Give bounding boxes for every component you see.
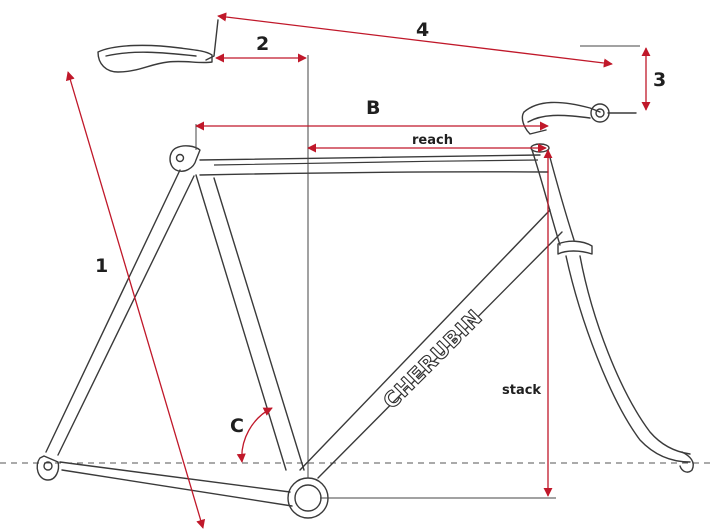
- angle-c-arc: [236, 407, 273, 463]
- label-dimension-1: 1: [95, 255, 108, 277]
- head-tube: [531, 149, 575, 246]
- seat-tube: [195, 174, 305, 471]
- chain-stay: [59, 461, 293, 507]
- label-dimension-2: 2: [256, 33, 269, 55]
- rear-dropout: [36, 455, 60, 481]
- brand-logo-text: CHERUBIN: [379, 305, 488, 414]
- dimension-4-arrow: [217, 12, 613, 68]
- seat-stay: [45, 169, 195, 456]
- label-dimension-3: 3: [653, 69, 666, 91]
- dimension-arrows: [65, 12, 651, 529]
- label-dimension-b: B: [366, 97, 380, 119]
- seat-post: [205, 19, 219, 61]
- down-tube: [299, 209, 563, 479]
- label-angle-c: C: [230, 415, 244, 437]
- frame-outline: [36, 19, 694, 519]
- reference-lines: [195, 45, 640, 499]
- label-dimension-4: 4: [416, 19, 429, 41]
- stem: [523, 101, 601, 123]
- top-tube: [199, 154, 549, 176]
- label-reach: reach: [412, 133, 453, 148]
- saddle: [97, 44, 213, 73]
- fork: [565, 255, 691, 463]
- label-stack: stack: [502, 383, 541, 398]
- dimension-1-arrow: [65, 71, 206, 529]
